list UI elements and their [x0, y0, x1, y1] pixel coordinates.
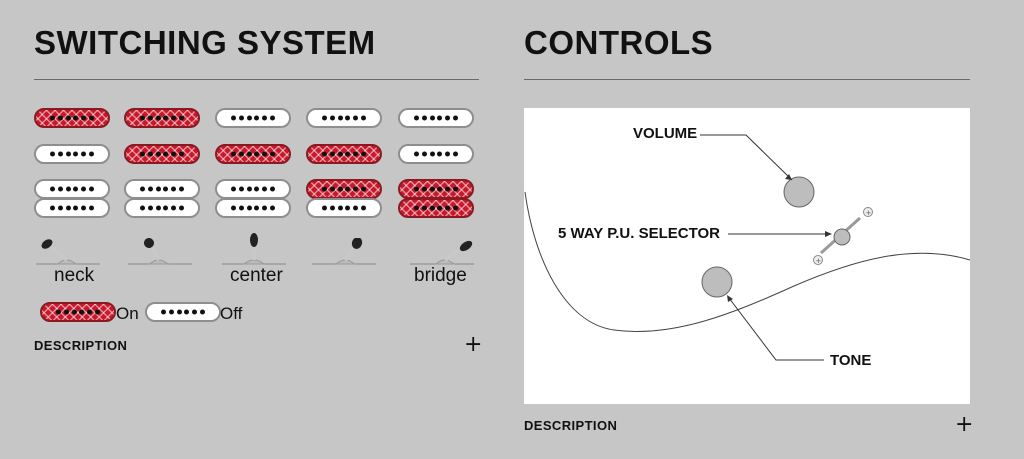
position-label-center: center: [230, 265, 283, 286]
position-label-neck: neck: [54, 265, 95, 286]
pickup-middle-on: [306, 144, 382, 164]
volume-knob-icon: [783, 176, 815, 208]
pickup-middle-off: [34, 144, 110, 164]
pickup-bridge0-on: [306, 179, 382, 199]
pickup-neck-off: [398, 108, 474, 128]
controls-diagram: + + VOLUME 5 WAY P.U. SELECTOR TONE: [524, 108, 970, 404]
pickup-bridge0-off: [215, 179, 291, 199]
legend-on-swatch: [40, 302, 116, 322]
tone-label: TONE: [830, 352, 872, 369]
pickup-middle-on: [124, 144, 200, 164]
lever-switch-icon: [222, 233, 286, 265]
pickup-bridge1-off: [34, 198, 110, 218]
controls-title: CONTROLS: [524, 24, 714, 61]
legend-on-label: On: [116, 304, 139, 323]
pickup-middle-off: [398, 144, 474, 164]
lever-switch-icon: [128, 238, 192, 265]
svg-text:+: +: [816, 257, 822, 265]
pickup-bridge1-off: [306, 198, 382, 218]
lever-switch-icon: [312, 238, 376, 265]
pickup-neck-on: [124, 108, 200, 128]
volume-label: VOLUME: [633, 125, 698, 142]
pickup-neck-off: [306, 108, 382, 128]
controls-description-toggle[interactable]: DESCRIPTION: [524, 418, 618, 433]
pickup-bridge1-on: [398, 198, 474, 218]
pickup-bridge0-on: [398, 179, 474, 199]
legend-off-swatch: [145, 302, 221, 322]
svg-text:+: +: [866, 209, 872, 217]
pickup-middle-on: [215, 144, 291, 164]
plus-icon[interactable]: +: [464, 332, 483, 357]
legend-off-label: Off: [220, 304, 243, 323]
lever-switch-icon: [36, 239, 100, 265]
selector-label: 5 WAY P.U. SELECTOR: [558, 225, 721, 242]
controls-diagram-svg: + +: [524, 134, 970, 361]
switching-divider: [34, 79, 479, 80]
pickup-bridge1-off: [124, 198, 200, 218]
selector-switch-icon: [833, 228, 851, 246]
pickup-neck-off: [215, 108, 291, 128]
pickup-neck-on: [34, 108, 110, 128]
controls-divider: [524, 79, 970, 80]
position-label-bridge: bridge: [414, 265, 467, 286]
pickup-bridge0-off: [124, 179, 200, 199]
pickup-bridge0-off: [34, 179, 110, 199]
switching-title: SWITCHING SYSTEM: [34, 24, 376, 61]
switching-description-toggle[interactable]: DESCRIPTION: [34, 338, 128, 353]
tone-knob-icon: [701, 266, 733, 298]
plus-icon[interactable]: +: [955, 412, 974, 437]
pickup-bridge1-off: [215, 198, 291, 218]
lever-switch-icon: [410, 240, 474, 265]
